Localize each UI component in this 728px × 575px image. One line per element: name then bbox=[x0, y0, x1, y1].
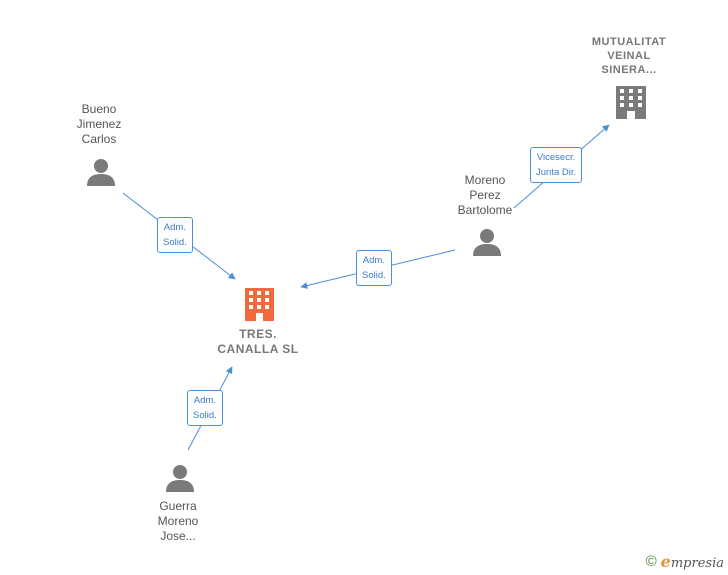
node-label-person-bueno[interactable]: Bueno Jimenez Carlos bbox=[76, 102, 122, 146]
copyright-icon: © bbox=[645, 553, 657, 570]
edge-label-bueno-to-main[interactable]: Adm. Solid. bbox=[157, 217, 193, 253]
building-icon[interactable] bbox=[616, 86, 646, 119]
edge-label-moreno-to-other[interactable]: Vicesecr. Junta Dir. bbox=[530, 147, 583, 183]
brand-logo: empresia bbox=[660, 552, 724, 571]
node-label-other-company[interactable]: MUTUALITAT VEINAL SINERA... bbox=[591, 36, 667, 76]
person-icon[interactable] bbox=[473, 229, 501, 256]
building-icon[interactable] bbox=[245, 288, 274, 321]
node-label-main-company[interactable]: TRES. CANALLA SL bbox=[217, 327, 299, 356]
node-label-person-guerra[interactable]: Guerra Moreno Jose... bbox=[157, 499, 199, 543]
person-icon[interactable] bbox=[166, 465, 194, 492]
brand-footer: © empresia bbox=[646, 552, 724, 571]
person-icon[interactable] bbox=[87, 159, 115, 186]
edge-label-moreno-to-main[interactable]: Adm. Solid. bbox=[356, 250, 392, 286]
edge-label-guerra-to-main[interactable]: Adm. Solid. bbox=[187, 390, 223, 426]
node-label-person-moreno[interactable]: Moreno Perez Bartolome bbox=[457, 173, 513, 217]
